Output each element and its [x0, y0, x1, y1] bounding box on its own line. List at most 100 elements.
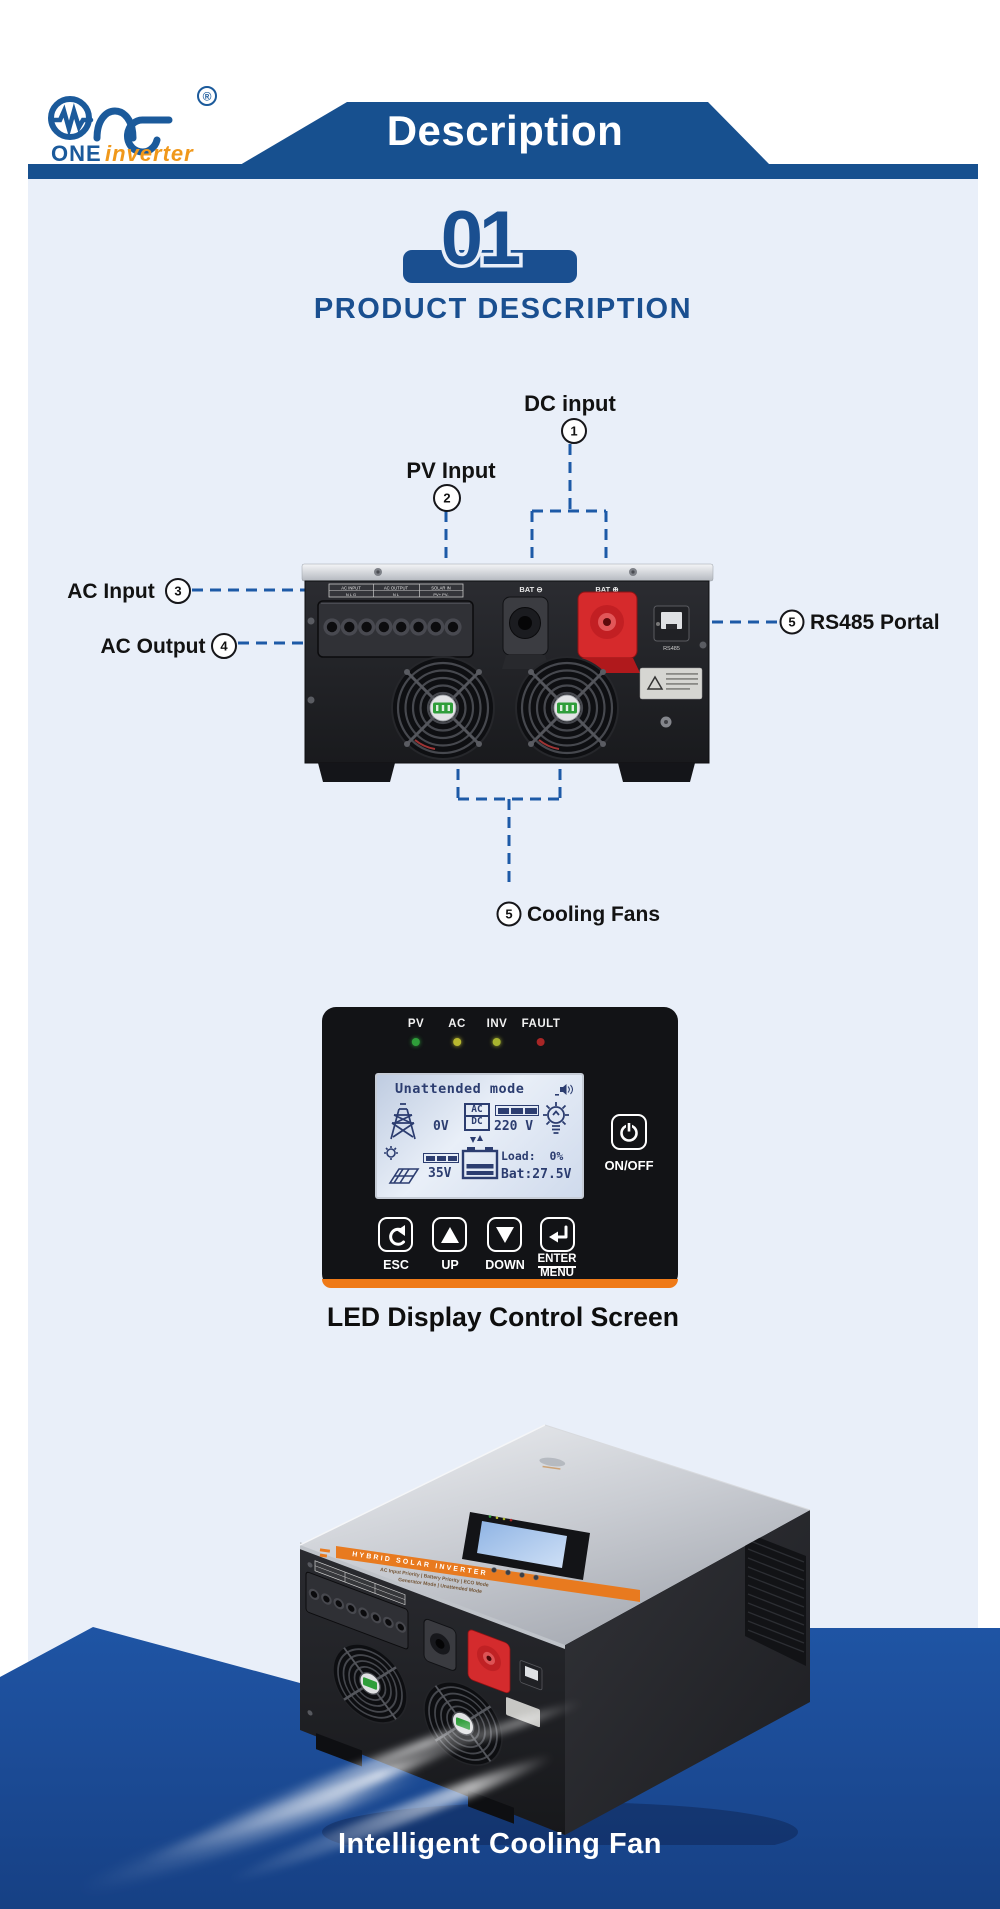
lcd-pv-voltage: 35V	[428, 1166, 452, 1181]
mini-foot	[316, 1733, 362, 1767]
rear-panel-diagram: AC INPUT AC OUTPUT SOLAR IN N L G N L PV…	[67, 391, 940, 927]
product-caption: Intelligent Cooling Fan	[337, 1828, 663, 1860]
warning-triangle-icon	[646, 675, 664, 690]
screw-icon	[699, 641, 707, 649]
registered-mark: ®	[197, 86, 217, 106]
num-circle-2: 2	[433, 484, 461, 512]
terminal-block	[317, 600, 474, 658]
led-control-panel: PV AC INV FAULT Unattended mode	[322, 1007, 678, 1288]
callout-cooling-fans: Cooling Fans	[527, 903, 660, 926]
num-4: 4	[220, 639, 228, 654]
num-circle-5-fans: 5	[496, 901, 522, 927]
registered-text: ®	[203, 90, 212, 104]
screw-icon	[307, 696, 315, 704]
mini-foot	[468, 1790, 514, 1824]
section-number-bar	[403, 250, 577, 283]
inverter-product-photo: HYBRID SOLAR INVERTER AC Input Priority …	[299, 1424, 811, 1845]
indicator-fault-label: FAULT	[521, 1018, 561, 1030]
esc-button	[378, 1217, 413, 1252]
up-arrow-icon	[440, 1226, 459, 1243]
pv-gauge	[423, 1153, 459, 1163]
lcd-status-line: Unattended mode	[395, 1081, 525, 1097]
menu-label: MENU	[540, 1266, 574, 1279]
up-button	[432, 1217, 467, 1252]
mini-fan-right	[423, 1681, 503, 1767]
section-number-block: 01	[403, 193, 577, 285]
indicator-inv-label: INV	[486, 1018, 508, 1030]
mini-terminal-strip	[314, 1560, 406, 1606]
lcd-grid-voltage: 0V	[433, 1119, 449, 1134]
vent-slots	[747, 1539, 805, 1653]
strip-group-solar-in: SOLAR IN	[431, 585, 451, 590]
callout-pv-input: PV Input	[406, 458, 496, 483]
warning-label	[639, 667, 703, 700]
device-top-face: HYBRID SOLAR INVERTER AC Input Priority …	[299, 1424, 811, 1645]
foot	[318, 763, 395, 782]
brand-logo: ® ONE inverter	[48, 86, 217, 166]
indicator-inv: INV	[487, 1018, 508, 1046]
led-inv-icon	[492, 1038, 501, 1046]
callout-numbers: 1 2 3 4 5 5	[165, 418, 805, 927]
enter-button	[540, 1217, 575, 1252]
strip-cells-1: N L G	[346, 592, 356, 597]
top-control-panel	[462, 1512, 590, 1581]
control-screen-caption: LED Display Control Screen	[327, 1302, 679, 1332]
rs485-port: RS485	[653, 605, 690, 652]
banner-underline-bar	[28, 164, 978, 179]
enter-menu-label: ENTER MENU	[531, 1253, 583, 1281]
device-right-face	[565, 1510, 810, 1835]
lcd-battery: Bat:27.5V	[501, 1167, 572, 1182]
mini-terminal-block	[305, 1571, 409, 1650]
solar-panel-icon	[384, 1146, 420, 1184]
esc-label: ESC	[383, 1258, 409, 1272]
output-gauge	[495, 1105, 539, 1116]
bat-minus-label: BAT ⊖	[519, 585, 543, 594]
led-pv-icon	[412, 1038, 420, 1046]
acdc-top: AC	[464, 1103, 490, 1117]
mini-bat-plus	[467, 1629, 511, 1694]
callout-rs485: RS485 Portal	[810, 611, 940, 634]
down-arrow-icon	[495, 1226, 514, 1243]
callout-dc-input: DC input	[524, 391, 616, 416]
strip-group-ac-input: AC INPUT	[341, 585, 361, 590]
battery-icon	[461, 1147, 499, 1180]
num-3: 3	[174, 584, 181, 599]
led-ac-icon	[453, 1038, 461, 1046]
battery-negative-terminal: BAT ⊖	[502, 585, 549, 669]
indicator-fault: FAULT	[522, 1018, 561, 1046]
speaker-icon	[555, 1084, 573, 1096]
up-label: UP	[441, 1258, 459, 1272]
section-number: 01	[441, 196, 520, 281]
on-off-label: ON/OFF	[604, 1158, 654, 1173]
mini-brand-logo	[539, 1457, 566, 1470]
logo-wave-icon	[48, 96, 173, 156]
lcd-screen: Unattended mode 0V AC DC	[375, 1073, 584, 1199]
panel-orange-strip	[322, 1279, 678, 1288]
power-icon	[620, 1123, 638, 1142]
bulb-icon	[543, 1102, 569, 1134]
enter-arrow-icon	[548, 1225, 567, 1242]
indicator-pv-label: PV	[407, 1018, 425, 1030]
screw-icon	[307, 617, 315, 625]
mini-rs485	[519, 1660, 543, 1691]
indicator-pv: PV	[408, 1018, 424, 1046]
logo-text-one: ONE	[51, 141, 102, 166]
strip-cells-2: N L	[393, 592, 400, 597]
mini-warning-label	[506, 1697, 540, 1728]
inverter-rear-panel: AC INPUT AC OUTPUT SOLAR IN N L G N L PV…	[301, 563, 714, 782]
callout-ac-output: AC Output	[101, 635, 206, 658]
section-title: PRODUCT DESCRIPTION	[313, 293, 693, 325]
callout-ac-input: AC Input	[67, 580, 154, 603]
foot	[618, 763, 695, 782]
terminal-holes	[323, 618, 462, 636]
enter-label: ENTER	[537, 1253, 577, 1268]
indicator-ac-label: AC	[448, 1018, 466, 1030]
indicator-ac: AC	[448, 1018, 466, 1046]
strip-cells-3: PV+ PV-	[433, 592, 449, 597]
transfer-arrows-icon	[470, 1135, 483, 1143]
strip-group-ac-output: AC OUTPUT	[384, 585, 409, 590]
mini-fan-left	[332, 1643, 408, 1724]
num-1: 1	[570, 424, 577, 439]
on-off-button	[611, 1114, 647, 1150]
